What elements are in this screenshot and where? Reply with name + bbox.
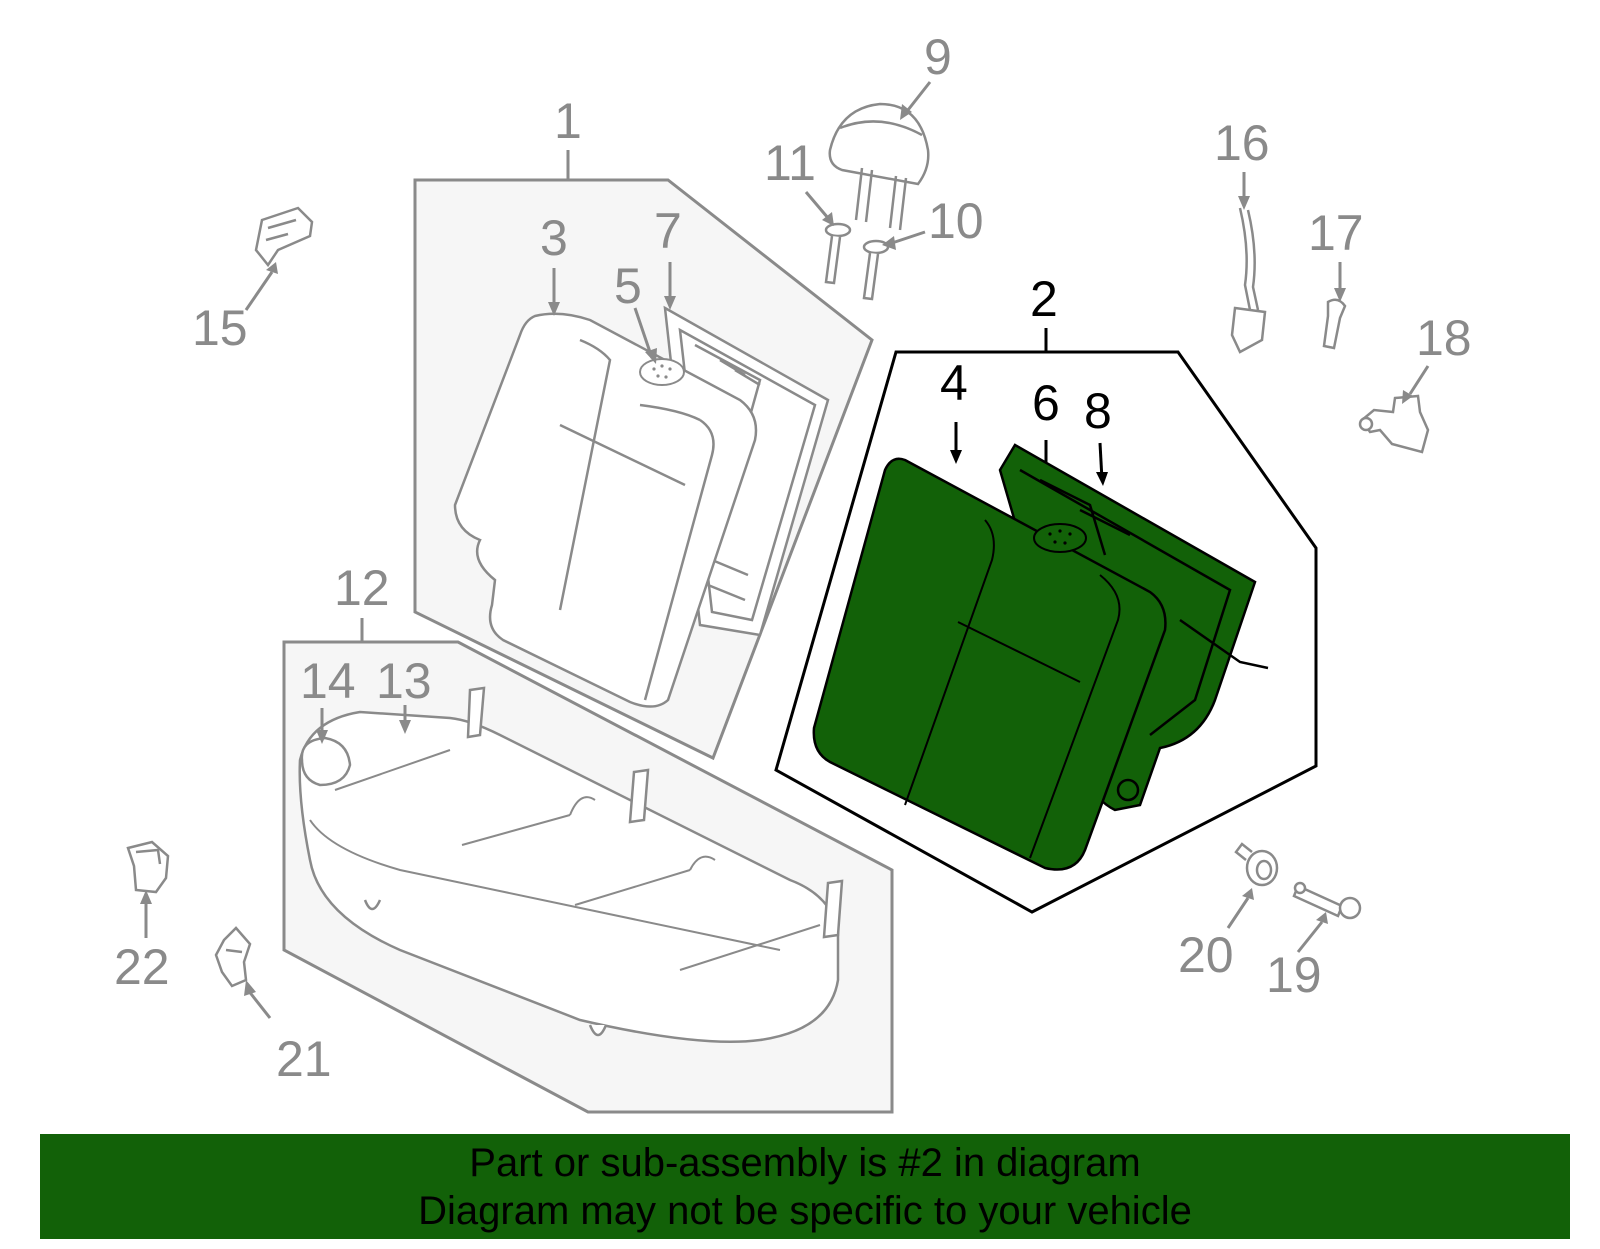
arrow-8 [1096, 472, 1108, 486]
bolt-19 [1292, 881, 1362, 920]
arrow-14 [316, 730, 328, 744]
latch-15 [254, 206, 314, 268]
leader-20 [1226, 897, 1250, 929]
guide-11 [824, 222, 852, 285]
callout-3: 3 [540, 210, 568, 266]
callout-12: 12 [334, 560, 390, 616]
clip-21 [214, 926, 252, 988]
seat-cushion-seams [309, 749, 821, 971]
cable-16 [1230, 207, 1267, 354]
leader-10 [891, 230, 926, 245]
arrow-16 [1238, 196, 1250, 210]
arrow-20 [1242, 888, 1254, 900]
assembly-2-group [774, 328, 1318, 914]
leader-9 [906, 81, 932, 111]
arrow-9 [900, 104, 912, 120]
footer-line-2: Diagram may not be specific to your vehi… [418, 1188, 1192, 1233]
callout-19: 19 [1266, 947, 1322, 1003]
arrow-21 [244, 980, 256, 996]
pad-5-dots [652, 364, 672, 379]
arrow-11 [822, 212, 834, 226]
callout-15: 15 [192, 300, 248, 356]
arrow-10 [882, 236, 896, 250]
clip-17 [1322, 298, 1347, 350]
arrow-4 [950, 450, 962, 464]
seat-back-pad-4 [812, 457, 1167, 871]
callout-9: 9 [924, 29, 952, 85]
leader-21 [246, 989, 272, 1019]
callout-2: 2 [1030, 271, 1058, 327]
callout-1: 1 [554, 93, 582, 149]
headrest-9 [828, 102, 930, 231]
arrow-18 [1402, 390, 1413, 404]
pad-6 [1033, 523, 1087, 553]
callout-4: 4 [940, 355, 968, 411]
clip-22 [126, 840, 170, 894]
arrow-19 [1316, 912, 1328, 924]
cushion-hooks [363, 686, 844, 1037]
guide-10 [862, 239, 890, 301]
callout-21: 21 [276, 1031, 332, 1087]
footer-banner: Part or sub-assembly is #2 in diagram Di… [40, 1134, 1570, 1239]
leader-5 [633, 307, 654, 359]
arrow-22 [140, 890, 152, 904]
footer-line-1: Part or sub-assembly is #2 in diagram [469, 1140, 1141, 1185]
callout-16: 16 [1214, 115, 1270, 171]
arrow-13 [399, 720, 411, 734]
seat-back-pad-3 [453, 312, 758, 708]
callout-13: 13 [376, 653, 432, 709]
callout-14: 14 [300, 653, 356, 709]
pad-14 [300, 736, 352, 787]
assembly-1-group [413, 150, 874, 761]
callout-7: 7 [654, 203, 682, 259]
callout-11: 11 [764, 135, 816, 191]
leader-18 [1408, 365, 1430, 395]
arrow-15 [266, 262, 278, 274]
parts-diagram: 1 2 3 4 5 6 7 8 9 10 11 12 13 14 15 16 1… [114, 29, 1472, 1114]
pad-6-dots [1048, 529, 1072, 545]
callout-20: 20 [1178, 927, 1234, 983]
arrow-7 [664, 296, 676, 310]
seat-back-pad-4-seams [904, 519, 1121, 859]
leader-19 [1296, 921, 1324, 953]
leader-15 [244, 271, 274, 311]
bracket-18 [1358, 394, 1430, 454]
pad-5 [639, 358, 685, 386]
assembly-12-group [282, 618, 894, 1114]
grommet-20 [1234, 842, 1279, 887]
callout-8: 8 [1084, 383, 1112, 439]
callout-17: 17 [1308, 205, 1364, 261]
callout-22: 22 [114, 939, 170, 995]
callout-6: 6 [1032, 375, 1060, 431]
callout-10: 10 [928, 193, 984, 249]
seat-cushion-13 [298, 710, 840, 1044]
callout-18: 18 [1416, 310, 1472, 366]
arrow-3 [548, 302, 560, 316]
callout-5: 5 [614, 258, 642, 314]
arrow-17 [1334, 288, 1346, 302]
arrow-5 [645, 348, 657, 364]
leader-11 [804, 191, 830, 219]
